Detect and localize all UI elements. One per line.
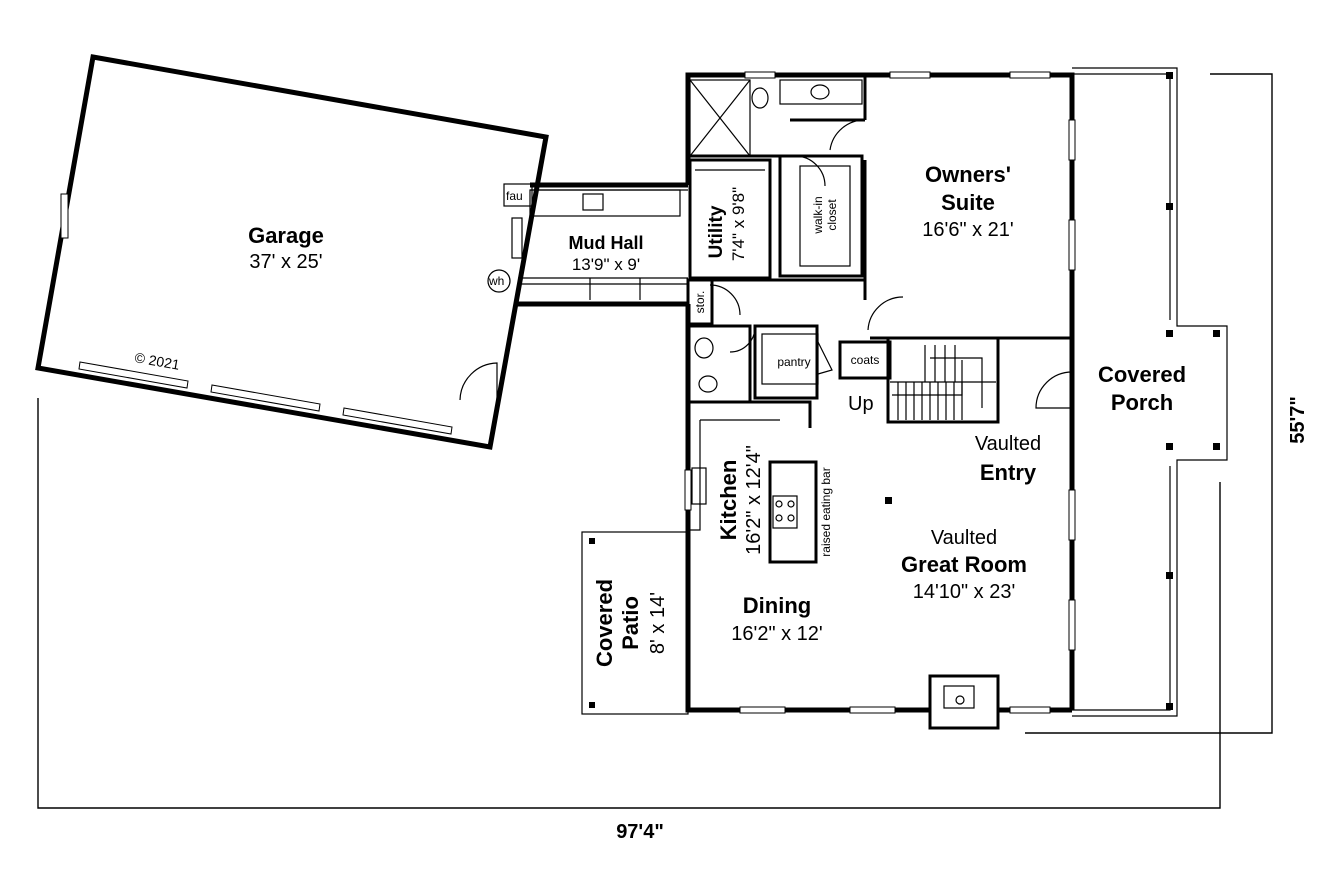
kitchen-name: Kitchen: [716, 460, 741, 541]
utility-name: Utility: [706, 205, 727, 258]
covered-patio: Covered Patio 8' x 14': [581, 531, 689, 715]
fireplace: [928, 674, 1000, 730]
kitchen: Kitchen 16'2" x 12'4" raised eating bar: [688, 400, 833, 564]
great-room-size: 14'10" x 23': [913, 581, 1016, 603]
furnace: [503, 183, 533, 207]
vaulted-entry: Vaulted Entry: [975, 433, 1041, 485]
raised-eating-bar-label: raised eating bar: [819, 467, 833, 556]
great-room: Vaulted Great Room 14'10" x 23': [885, 497, 1027, 603]
covered-patio-name-2: Patio: [618, 596, 643, 650]
covered-patio-name-1: Covered: [592, 579, 617, 667]
owners-suite-name-2: Suite: [941, 190, 995, 215]
utility: Utility 7'4" x 9'8": [688, 158, 865, 316]
covered-porch-name-1: Covered: [1098, 362, 1186, 387]
garage: fau wh Garage 37' x 25' © 2021: [35, 54, 549, 450]
kitchen-size: 16'2" x 12'4": [743, 445, 765, 555]
walk-in-closet-label-2: closet: [825, 199, 839, 231]
water-heater-label: wh: [488, 274, 504, 288]
overall-depth-label: 55'7": [1287, 396, 1309, 444]
garage-name: Garage: [248, 223, 324, 248]
owners-suite-name-1: Owners': [925, 162, 1011, 187]
copyright: © 2021: [133, 349, 181, 373]
great-room-line1: Vaulted: [931, 527, 997, 549]
water-heater: [487, 269, 511, 293]
kitchen-island: [768, 460, 818, 564]
stairs-up-label: Up: [848, 393, 874, 415]
covered-porch: Covered Porch: [1072, 67, 1228, 717]
garage-window: [60, 193, 69, 239]
owners-suite-size: 16'6" x 21': [922, 219, 1013, 241]
covered-porch-name-2: Porch: [1111, 390, 1173, 415]
great-room-line2: Great Room: [901, 552, 1027, 577]
walk-in-closet-label-1: walk-in: [811, 196, 825, 234]
vaulted-entry-line1: Vaulted: [975, 433, 1041, 455]
utility-size: 7'4" x 9'8": [729, 187, 748, 261]
stairs: Up: [848, 336, 1000, 424]
dining: Dining 16'2" x 12': [731, 593, 822, 645]
coats-closet: coats: [838, 340, 892, 380]
mud-hall-name: Mud Hall: [569, 233, 644, 253]
vaulted-entry-line2: Entry: [980, 460, 1037, 485]
mud-hall-size: 13'9" x 9': [572, 255, 640, 274]
mud-hall: Mud Hall 13'9" x 9': [516, 182, 688, 307]
furnace-label: fau: [506, 189, 523, 203]
storage-label: stor.: [693, 291, 707, 314]
garage-side-door: [459, 362, 498, 401]
overall-width-dimension: 97'4": [37, 398, 1221, 843]
powder-room: [686, 324, 756, 404]
garage-entry-door: [511, 217, 523, 259]
dining-size: 16'2" x 12': [731, 623, 822, 645]
covered-patio-size: 8' x 14': [647, 592, 669, 654]
overall-depth-dimension: 55'7": [1025, 73, 1309, 734]
garage-door-1: [78, 361, 189, 389]
pantry: pantry: [753, 324, 833, 400]
entry-door: [1035, 371, 1073, 409]
garage-size: 37' x 25': [249, 251, 322, 273]
garage-door-2: [210, 384, 321, 412]
dining-name: Dining: [743, 593, 811, 618]
garage-door-3: [342, 407, 453, 435]
pantry-label: pantry: [777, 355, 810, 369]
coats-label: coats: [851, 353, 880, 367]
overall-width-label: 97'4": [616, 821, 664, 843]
storage: stor.: [686, 278, 714, 326]
